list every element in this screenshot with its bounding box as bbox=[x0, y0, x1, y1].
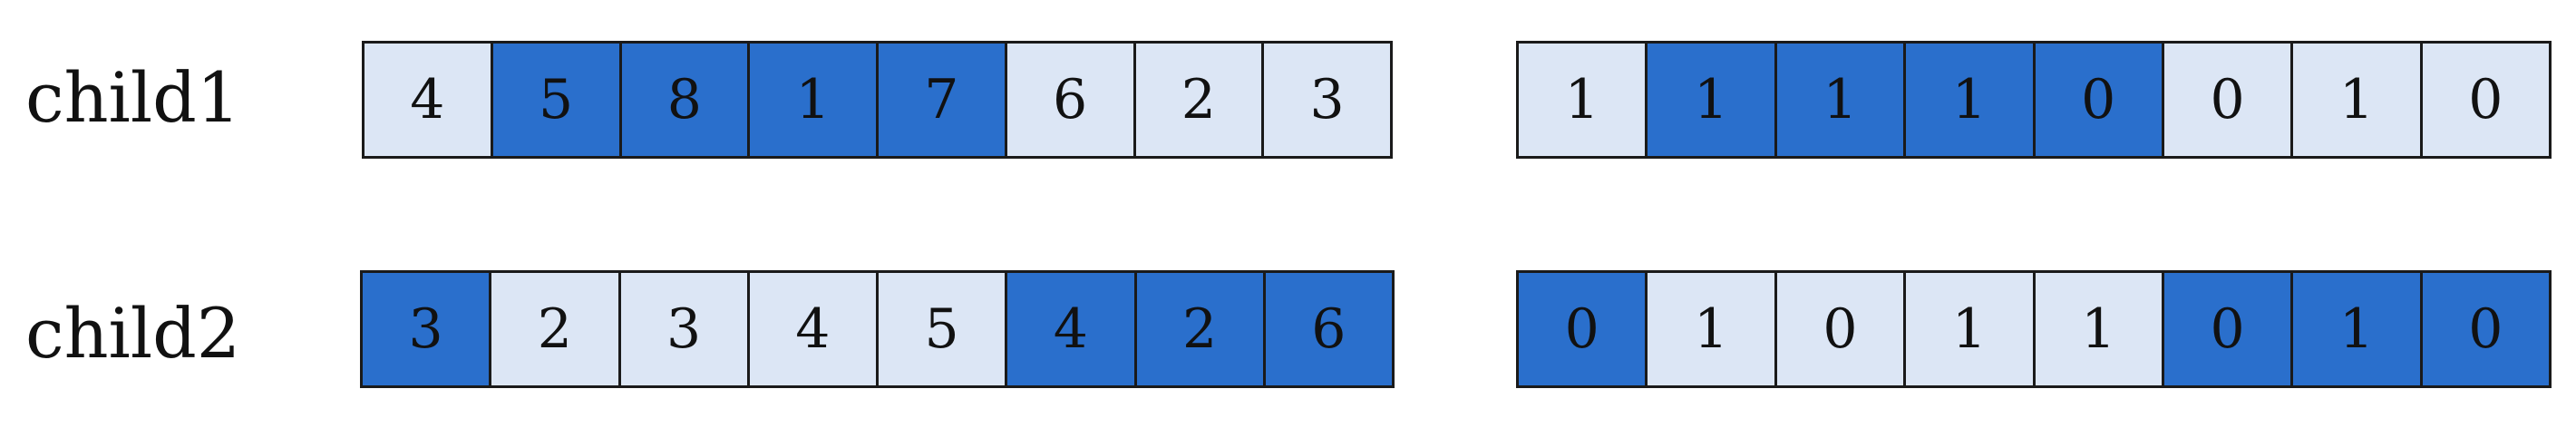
array-cell: 2 bbox=[491, 273, 621, 385]
array-cell: 2 bbox=[1136, 273, 1266, 385]
array-cell: 1 bbox=[2293, 44, 2423, 156]
array-cell: 0 bbox=[2422, 273, 2549, 385]
array-cell: 1 bbox=[1648, 273, 1777, 385]
array-cell: 1 bbox=[1519, 44, 1648, 156]
array-cell: 1 bbox=[2293, 273, 2423, 385]
array-cell: 2 bbox=[1135, 44, 1265, 156]
child2-permutation-array: 3 2 3 4 5 4 2 6 bbox=[360, 270, 1395, 388]
array-cell: 4 bbox=[1007, 273, 1137, 385]
array-cell: 0 bbox=[2163, 44, 2294, 156]
array-cell: 1 bbox=[2035, 273, 2164, 385]
array-cell: 0 bbox=[2035, 44, 2164, 156]
array-cell: 6 bbox=[1006, 44, 1136, 156]
child2-binary-array: 0 1 0 1 1 0 1 0 bbox=[1516, 270, 2552, 388]
array-cell: 1 bbox=[1906, 44, 2036, 156]
array-cell: 0 bbox=[1519, 273, 1648, 385]
child1-binary-array: 1 1 1 1 0 0 1 0 bbox=[1516, 41, 2552, 159]
array-cell: 1 bbox=[1648, 44, 1777, 156]
array-cell: 4 bbox=[365, 44, 493, 156]
array-cell: 5 bbox=[492, 44, 622, 156]
array-cell: 0 bbox=[1776, 273, 1907, 385]
row-label-child2: child2 bbox=[25, 293, 241, 374]
array-cell: 3 bbox=[363, 273, 492, 385]
array-cell: 0 bbox=[2422, 44, 2549, 156]
array-cell: 3 bbox=[620, 273, 750, 385]
array-cell: 0 bbox=[2163, 273, 2294, 385]
array-cell: 5 bbox=[879, 273, 1008, 385]
array-cell: 4 bbox=[749, 273, 879, 385]
array-cell: 1 bbox=[1776, 44, 1907, 156]
array-cell: 8 bbox=[621, 44, 751, 156]
array-cell: 6 bbox=[1265, 273, 1392, 385]
array-cell: 1 bbox=[1906, 273, 2036, 385]
row-label-child1: child1 bbox=[25, 57, 241, 138]
array-cell: 3 bbox=[1264, 44, 1390, 156]
array-cell: 7 bbox=[879, 44, 1007, 156]
array-cell: 1 bbox=[750, 44, 879, 156]
child1-permutation-array: 4 5 8 1 7 6 2 3 bbox=[362, 41, 1393, 159]
